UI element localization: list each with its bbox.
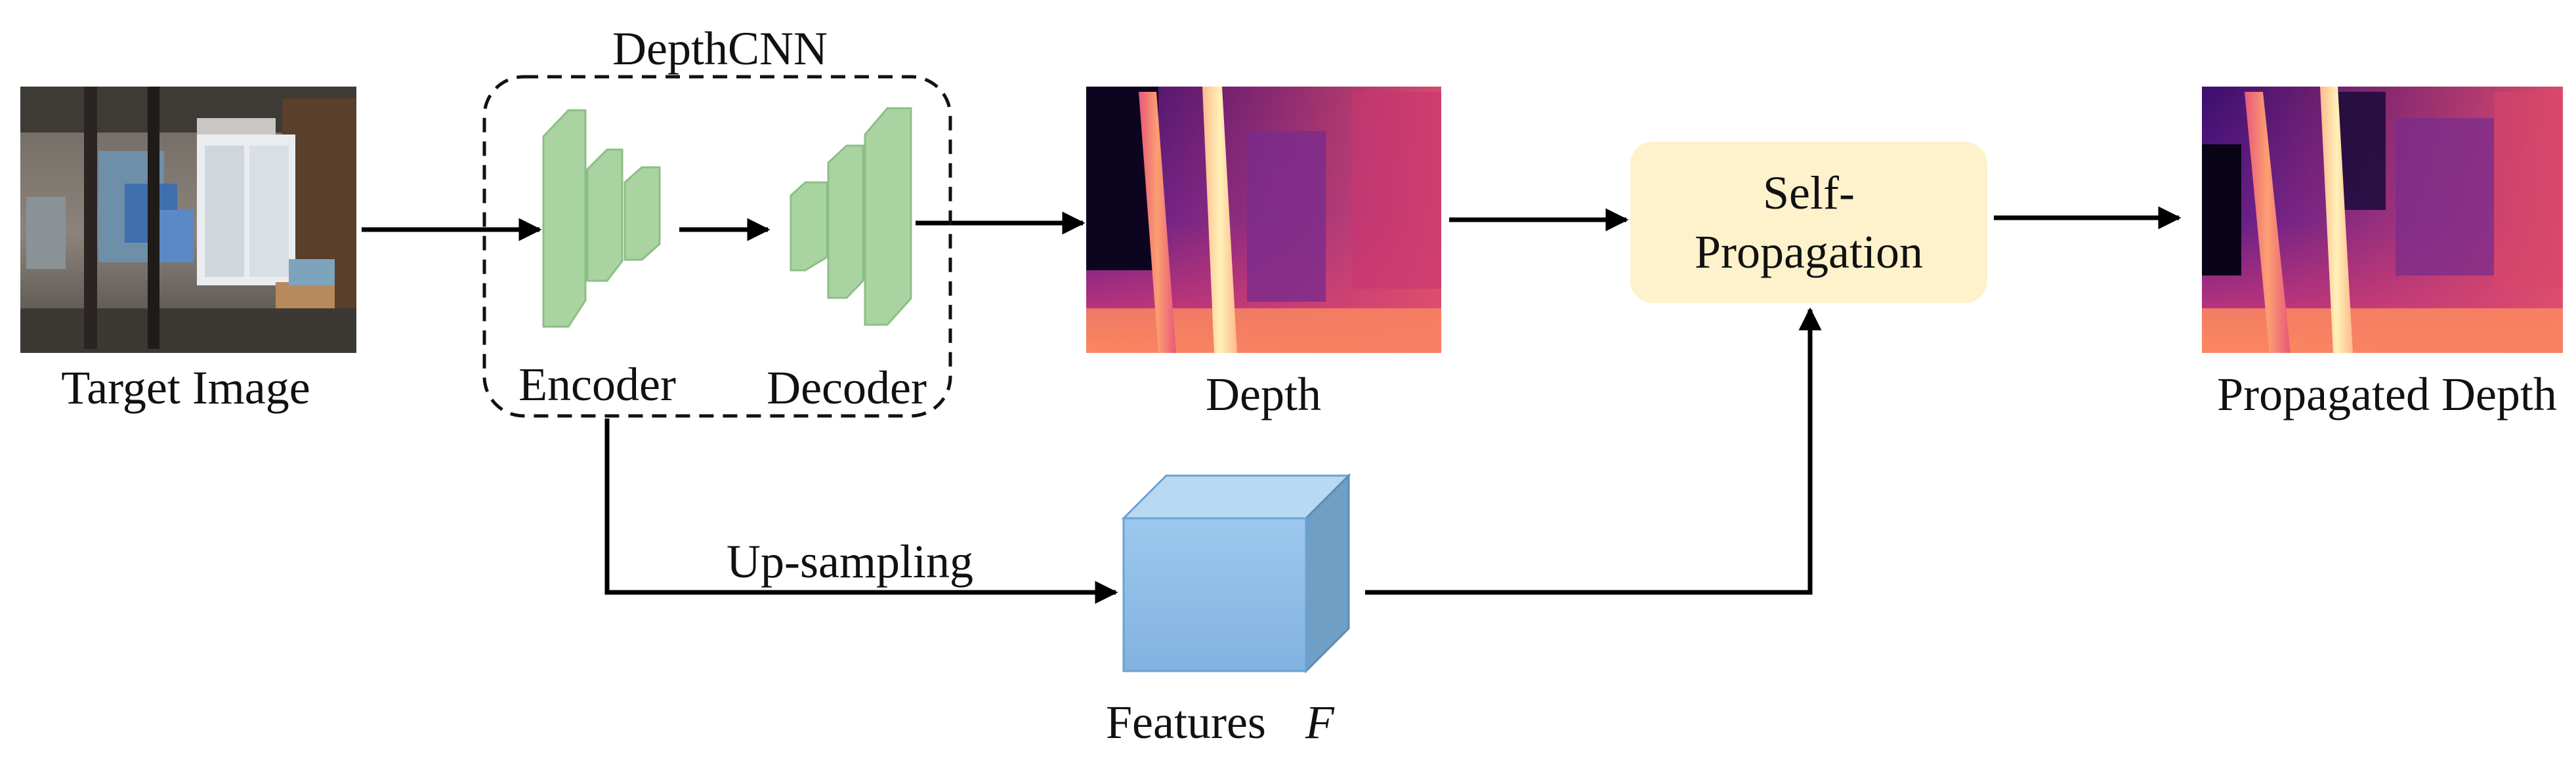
depth-map-image — [1086, 87, 1441, 353]
self-propagation-line1: Self- — [1763, 167, 1855, 219]
features-text: Features — [1106, 696, 1266, 749]
up-sampling-label: Up-sampling — [727, 535, 973, 588]
features-cube — [1121, 473, 1351, 674]
target-image-label: Target Image — [61, 361, 310, 414]
depth-label: Depth — [1206, 368, 1321, 421]
features-label: Features F — [1106, 699, 1334, 746]
propagated-depth-label: Propagated Depth — [2217, 368, 2557, 421]
arrow-features-to-self-propagation — [1365, 307, 1822, 595]
target-image-photo — [20, 87, 356, 353]
decoder-block — [790, 107, 912, 326]
depthcnn-title: DepthCNN — [612, 22, 828, 75]
encoder-block — [542, 109, 661, 328]
self-propagation-box: Self- Propagation — [1630, 142, 1987, 303]
depthcnn-dashed-box — [482, 75, 952, 418]
decoder-label: Decoder — [767, 361, 927, 414]
propagated-depth-image — [2202, 87, 2563, 353]
features-symbol: F — [1305, 696, 1334, 749]
arrow-up-sampling — [604, 419, 1118, 604]
encoder-label: Encoder — [518, 358, 676, 411]
self-propagation-line2: Propagation — [1695, 226, 1923, 278]
